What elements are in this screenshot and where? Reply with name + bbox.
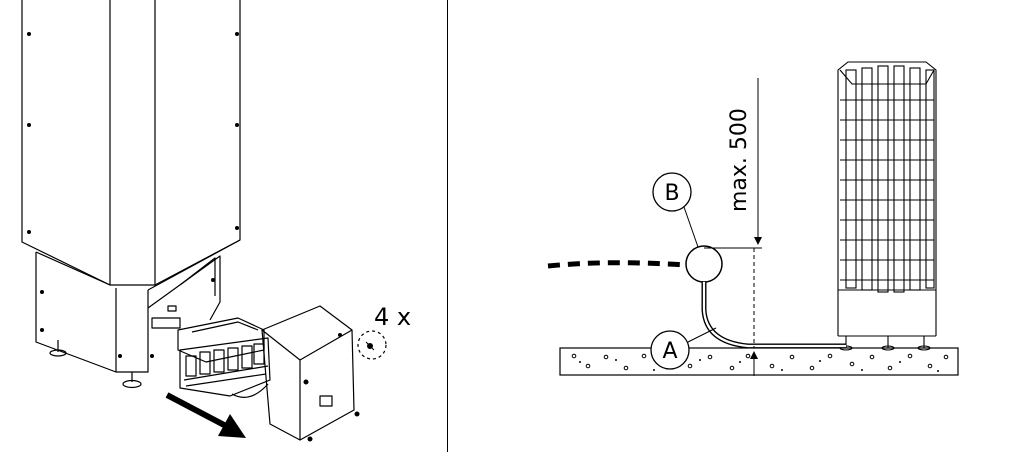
heater-cable-inner (702, 282, 846, 348)
floor-slab (559, 347, 959, 376)
panel-left-heater-disassembly: 4 x (0, 0, 447, 452)
quantity-label: 4 x (374, 303, 411, 331)
heater-body (21, 0, 241, 286)
dimension-max-500 (704, 78, 762, 376)
heater-base-illustration: 4 x (21, 0, 411, 442)
heater-cable (701, 282, 846, 349)
floor-dots (579, 359, 939, 372)
cable-routing-illustration: max. 500 B A (547, 61, 959, 376)
removal-arrow-icon (165, 392, 246, 438)
callout-b-label: B (664, 181, 679, 206)
body-screws (27, 32, 239, 234)
dimension-label: max. 500 (727, 108, 752, 212)
supply-cable (547, 260, 687, 269)
heater-base-frame (35, 239, 241, 373)
junction-box (685, 245, 723, 283)
base-screws (40, 278, 215, 358)
callout-a: A (650, 327, 717, 370)
control-cover (261, 305, 355, 441)
heater-feet (49, 340, 142, 389)
callout-b: B (652, 172, 699, 248)
callout-a-label: A (662, 339, 677, 364)
control-electronics (177, 317, 271, 398)
heater-unit (837, 61, 937, 351)
panel-right-cable-routing: max. 500 B A (448, 0, 1025, 452)
screw-callout (357, 330, 387, 360)
cover-screws (303, 333, 360, 442)
panel-divider (447, 0, 448, 452)
heater-stone-grid (840, 65, 935, 293)
